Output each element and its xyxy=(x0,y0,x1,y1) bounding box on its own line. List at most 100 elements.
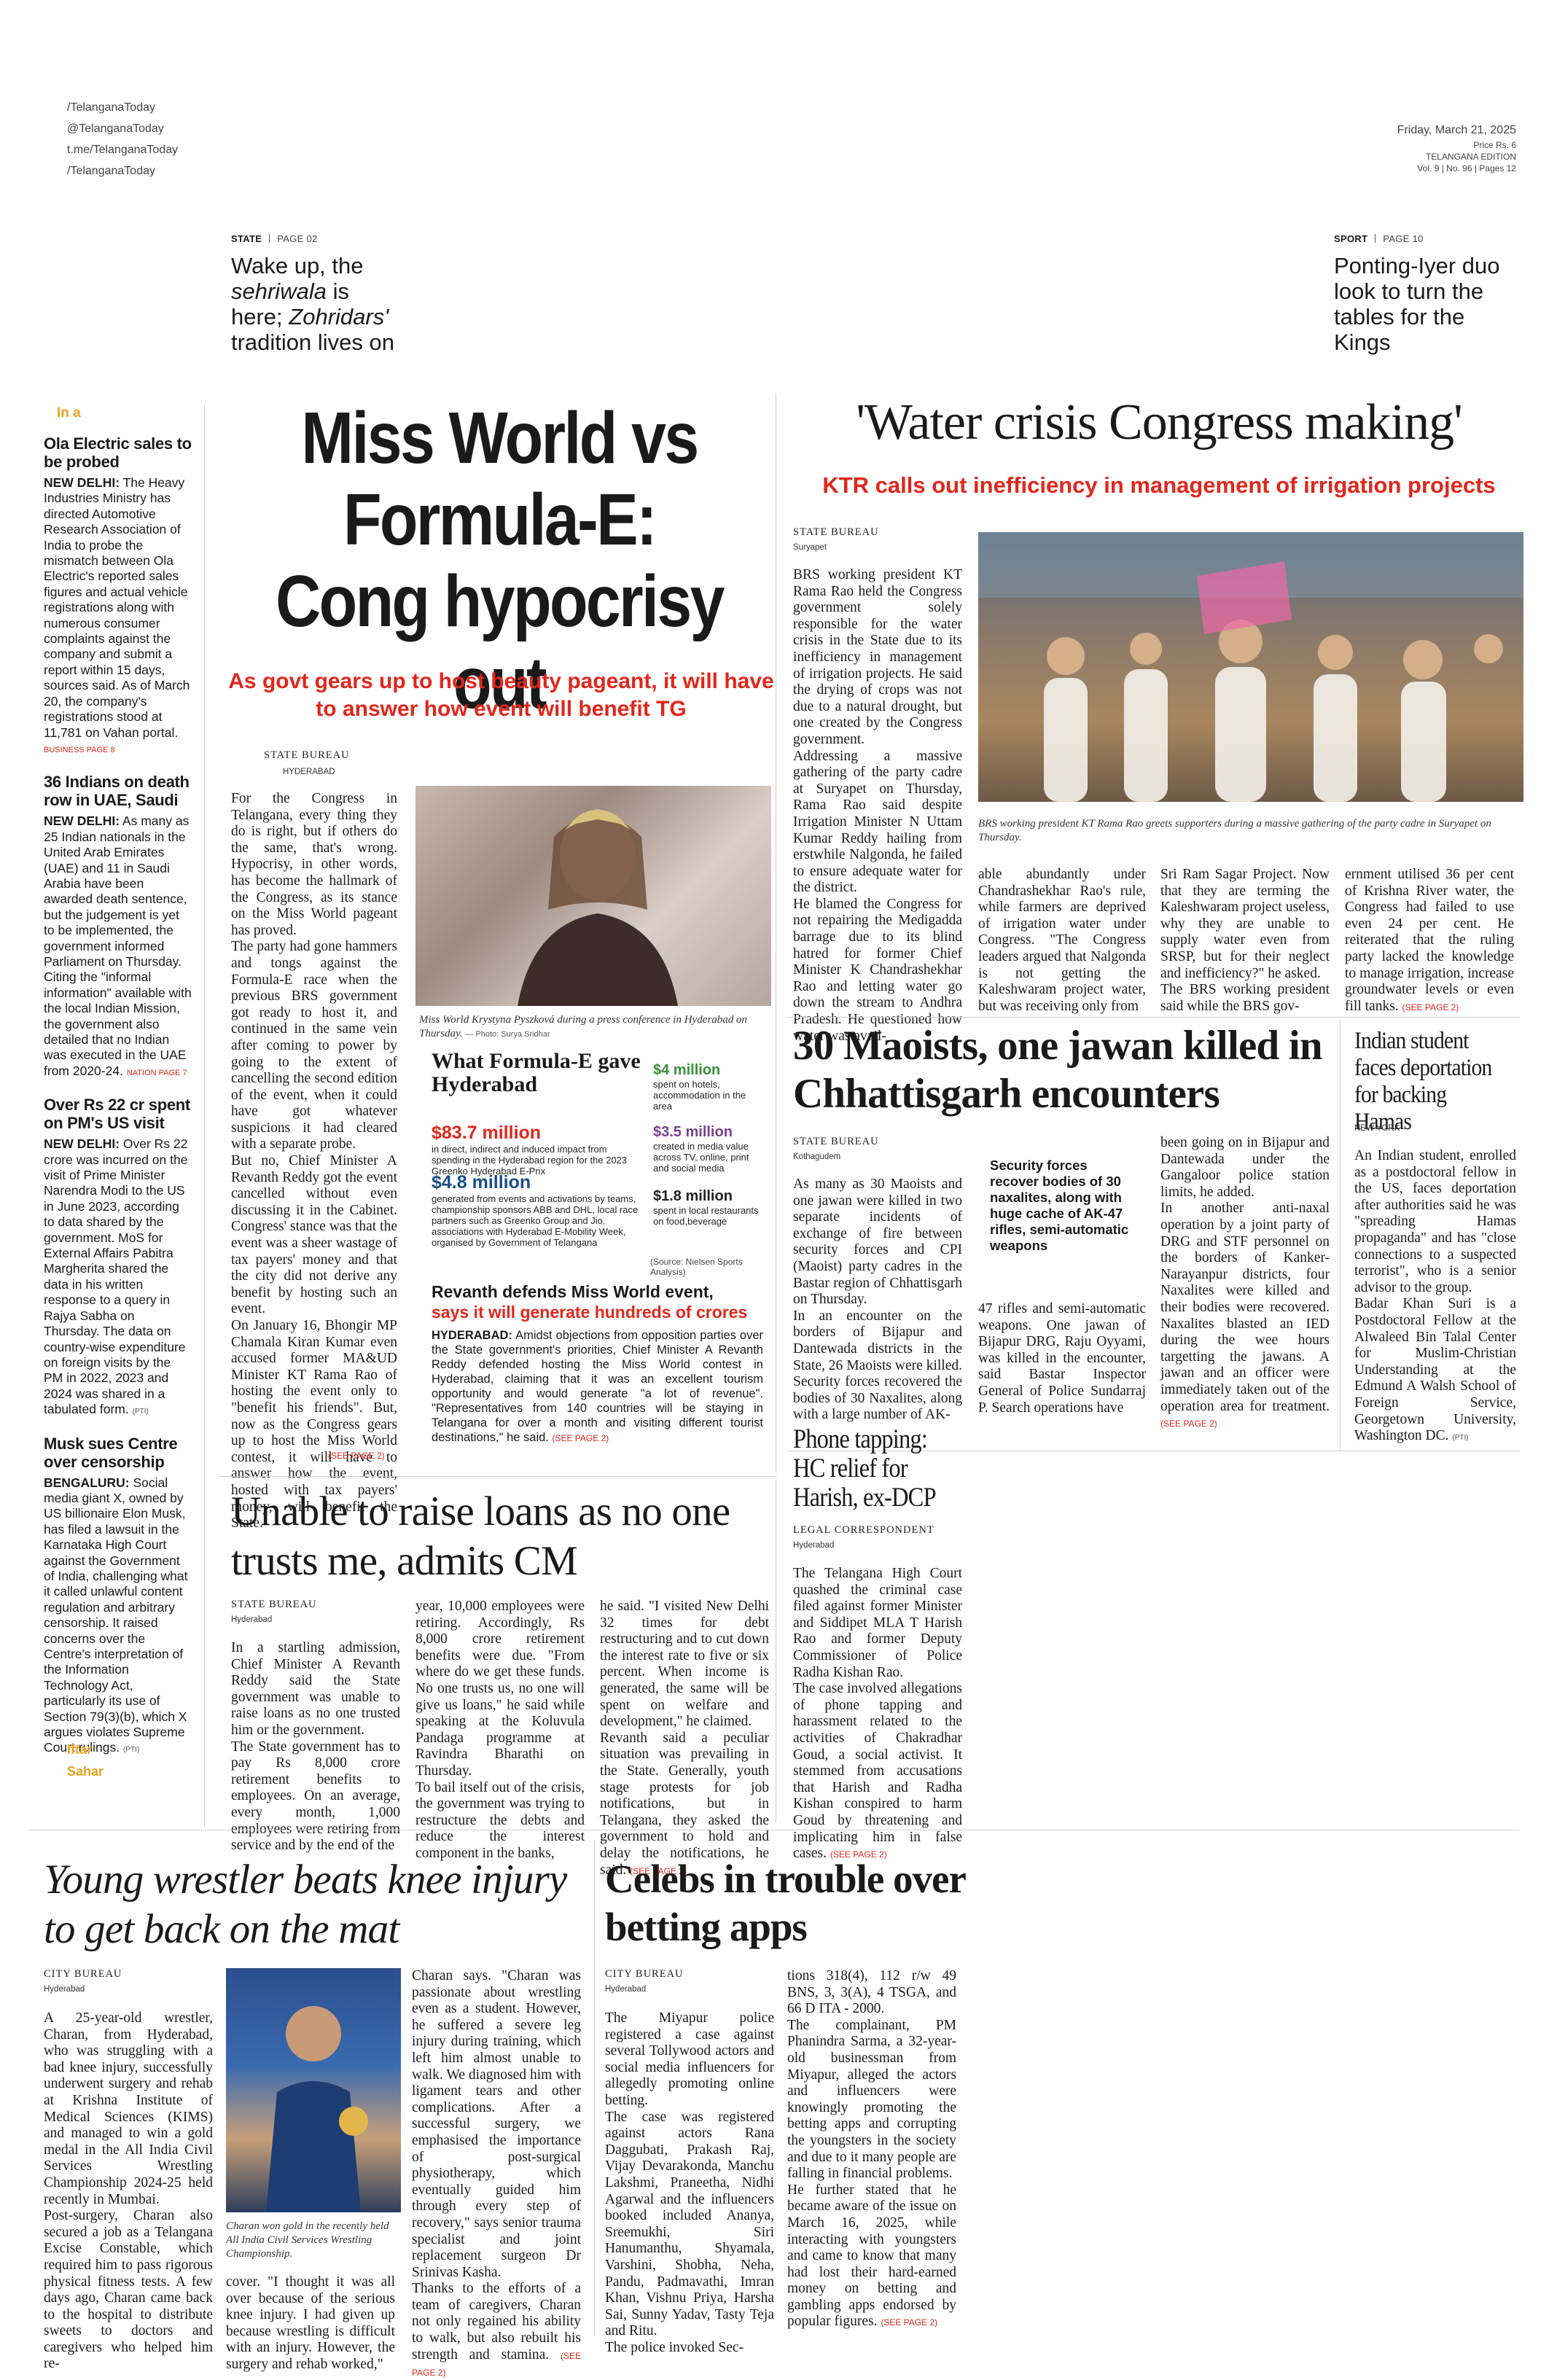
water-photo xyxy=(978,532,1523,802)
column-divider xyxy=(1340,1021,1341,1451)
celebs-col1: The Miyapur police registered a case aga… xyxy=(605,2010,774,2355)
student-body: An Indian student, enrolled as a postdoc… xyxy=(1354,1148,1516,1444)
person-silhouette-icon xyxy=(518,809,678,1006)
teaser-section: SPORT xyxy=(1334,233,1368,244)
maoists-see-page: (SEE PAGE 2) xyxy=(1160,1419,1217,1429)
revanth-story: Revanth defends Miss World event, says i… xyxy=(432,1281,763,1445)
maoists-place: Kothagudem xyxy=(793,1152,841,1161)
student-place: NEW YORK xyxy=(1354,1124,1400,1133)
instagram-handle[interactable]: /TelanganaToday xyxy=(67,165,155,177)
water-see-page: (SEE PAGE 2) xyxy=(1402,1002,1459,1013)
celebs-place: Hyderabad xyxy=(605,1985,647,1994)
phone-see-page: (SEE PAGE 2) xyxy=(830,1849,887,1860)
loans-see-page: (SEE PAGE 2) xyxy=(630,1865,687,1876)
maoists-col2: 47 rifles and semi-automatic weapons. On… xyxy=(978,1301,1146,1416)
brief-item[interactable]: Over Rs 22 cr spent on PM's US visit NEW… xyxy=(44,1096,193,1419)
celebs-headline: Celebs in trouble over betting apps xyxy=(605,1857,966,1949)
student-headline: Indian student faces deportation for bac… xyxy=(1354,1028,1492,1135)
teaser-text: Wake up, the sehriwala is here; Zohridar… xyxy=(231,253,395,355)
section-divider xyxy=(219,1476,776,1477)
celebs-see-page: (SEE PAGE 2) xyxy=(881,2317,938,2328)
loans-col2: year, 10,000 employees were retiring. Ac… xyxy=(415,1599,585,1861)
briefs-rail: Ola Electric sales to be probed NEW DELH… xyxy=(44,434,193,1758)
section-divider xyxy=(787,1017,1520,1018)
edition-info: Friday, March 21, 2025 Price Rs. 6 TELAN… xyxy=(1397,124,1516,173)
wrestler-photo xyxy=(226,1968,401,2212)
revanth-subtitle: says it will generate hundreds of crores xyxy=(432,1303,748,1322)
phone-headline: Phone tapping: HC relief for Harish, ex-… xyxy=(793,1424,937,1513)
twitter-handle[interactable]: @TelanganaToday xyxy=(67,122,164,135)
phone-body: The Telangana High Court quashed the cri… xyxy=(793,1566,962,1862)
lead-deck: As govt gears up to host beauty pageant,… xyxy=(228,669,774,721)
wrestler-photo-caption: Charan won gold in the recently held All… xyxy=(226,2220,389,2260)
brief-title: 36 Indians on death row in UAE, Saudi xyxy=(44,773,190,810)
wrestler-byline: CITY BUREAU xyxy=(44,1968,122,1980)
sahar-label: Sahar xyxy=(67,1764,104,1779)
brief-see: NATION PAGE 7 xyxy=(126,1068,187,1077)
water-col2: able abundantly under Chandrashekhar Rao… xyxy=(978,867,1146,1014)
phone-byline: LEGAL CORRESPONDENT xyxy=(793,1524,934,1536)
issue-date: Friday, March 21, 2025 xyxy=(1397,124,1516,136)
brief-item[interactable]: Ola Electric sales to be probed NEW DELH… xyxy=(44,434,193,758)
formula-e-infobox: What Formula-E gave Hyderabad $83.7 mill… xyxy=(432,1049,760,1278)
lead-photo xyxy=(415,786,771,1006)
infobox-title: What Formula-E gave Hyderabad xyxy=(432,1049,641,1096)
water-col1: BRS working president KT Rama Rao held t… xyxy=(793,567,962,1044)
water-col3: Sri Ram Sagar Project. Now that they are… xyxy=(1160,867,1330,1014)
column-divider xyxy=(594,1841,595,2336)
edition: TELANGANA EDITION xyxy=(1425,152,1516,162)
lead-place: HYDERABAD xyxy=(283,768,335,776)
celebs-byline: CITY BUREAU xyxy=(605,1968,684,1980)
maoists-pullquote: Security forces recover bodies of 30 nax… xyxy=(990,1158,1129,1253)
water-headline: 'Water crisis Congress making' xyxy=(856,394,1462,450)
crowd-photo-icon xyxy=(978,532,1523,802)
loans-place: Hyderabad xyxy=(231,1615,273,1624)
wrestler-place: Hyderabad xyxy=(44,1985,85,1994)
water-col4: ernment utilised 36 per cent of Krishna … xyxy=(1345,867,1514,1014)
water-photo-caption: BRS working president KT Rama Rao greets… xyxy=(978,818,1491,843)
teaser-state[interactable]: STATE PAGE 02 Wake up, the sehriwala is h… xyxy=(231,233,472,355)
brief-see: BUSINESS PAGE 8 xyxy=(44,745,115,754)
maoists-col3: been going on in Bijapur and Dantewada u… xyxy=(1160,1135,1330,1429)
loans-col3: he said. "I visited New Delhi 32 times f… xyxy=(600,1599,769,1878)
infobox-source: (Source: Nielsen Sports Analysis) xyxy=(650,1257,743,1277)
wrestler-col2: cover. "I thought it was all over becaus… xyxy=(226,2274,395,2372)
lead-see-page[interactable]: (SEE PAGE 2) xyxy=(328,1451,385,1461)
teaser-text: Ponting-Iyer duo look to turn the tables… xyxy=(1334,253,1500,355)
brief-title: Ola Electric sales to be probed xyxy=(44,434,192,471)
brief-item[interactable]: Musk sues Centre over censorship BENGALU… xyxy=(44,1435,193,1758)
wrestler-see-page: (SEE PAGE 2) xyxy=(412,2350,581,2379)
infobox-item: $83.7 million in direct, indirect and in… xyxy=(432,1123,628,1177)
wrestler-col1: A 25-year-old wrestler, Charan, from Hyd… xyxy=(44,2010,213,2372)
maoists-headline: 30 Maoists, one jawan killed in Chhattis… xyxy=(793,1023,1323,1117)
brief-item[interactable]: 36 Indians on death row in UAE, Saudi NE… xyxy=(44,773,193,1081)
lead-body: For the Congress in Telangana, every thi… xyxy=(231,791,397,1532)
ad-space xyxy=(973,1841,1520,2336)
lead-byline: STATE BUREAU xyxy=(264,749,350,761)
facebook-handle[interactable]: /TelanganaToday xyxy=(67,101,155,114)
student-source: (PTI) xyxy=(1452,1434,1469,1443)
water-deck: KTR calls out inefficiency in management… xyxy=(822,472,1496,498)
lead-photo-caption: Miss World Krystyna Pyszková during a pr… xyxy=(419,1014,747,1039)
wrestler-col3: Charan says. "Charan was passionate abou… xyxy=(412,1968,581,2379)
phone-place: Hyderabad xyxy=(793,1541,835,1550)
rail-divider xyxy=(204,405,205,1827)
price: Price Rs. 6 xyxy=(1473,140,1516,150)
lead-headline: Miss World vs Formula-E: Cong hypocrisy … xyxy=(276,397,725,724)
telegram-handle[interactable]: t.me/TelanganaToday xyxy=(67,144,179,156)
brief-title: Musk sues Centre over censorship xyxy=(44,1434,178,1471)
infobox-item: $4 million spent on hotels, accommodatio… xyxy=(653,1062,746,1112)
social-links: /TelanganaToday @TelanganaToday t.me/Tel… xyxy=(67,97,178,182)
teaser-section: STATE xyxy=(231,233,262,244)
infobox-item: $3.5 million created in media value acro… xyxy=(653,1124,749,1174)
celebs-col2: tions 318(4), 112 r/w 49 BNS, 3, 3(A), 4… xyxy=(787,1968,956,2330)
maoists-col1: As many as 30 Maoists and one jawan were… xyxy=(793,1177,962,1423)
revanth-see-page: (SEE PAGE 2) xyxy=(552,1433,609,1443)
teaser-page: PAGE 02 xyxy=(277,233,318,244)
loans-col1: In a startling admission, Chief Minister… xyxy=(231,1640,400,1854)
loans-byline: STATE BUREAU xyxy=(231,1599,317,1610)
iftar-label: Iftar xyxy=(67,1742,93,1757)
infobox-item: $4.8 million generated from events and a… xyxy=(432,1172,639,1248)
rail-label: In a xyxy=(57,405,81,421)
